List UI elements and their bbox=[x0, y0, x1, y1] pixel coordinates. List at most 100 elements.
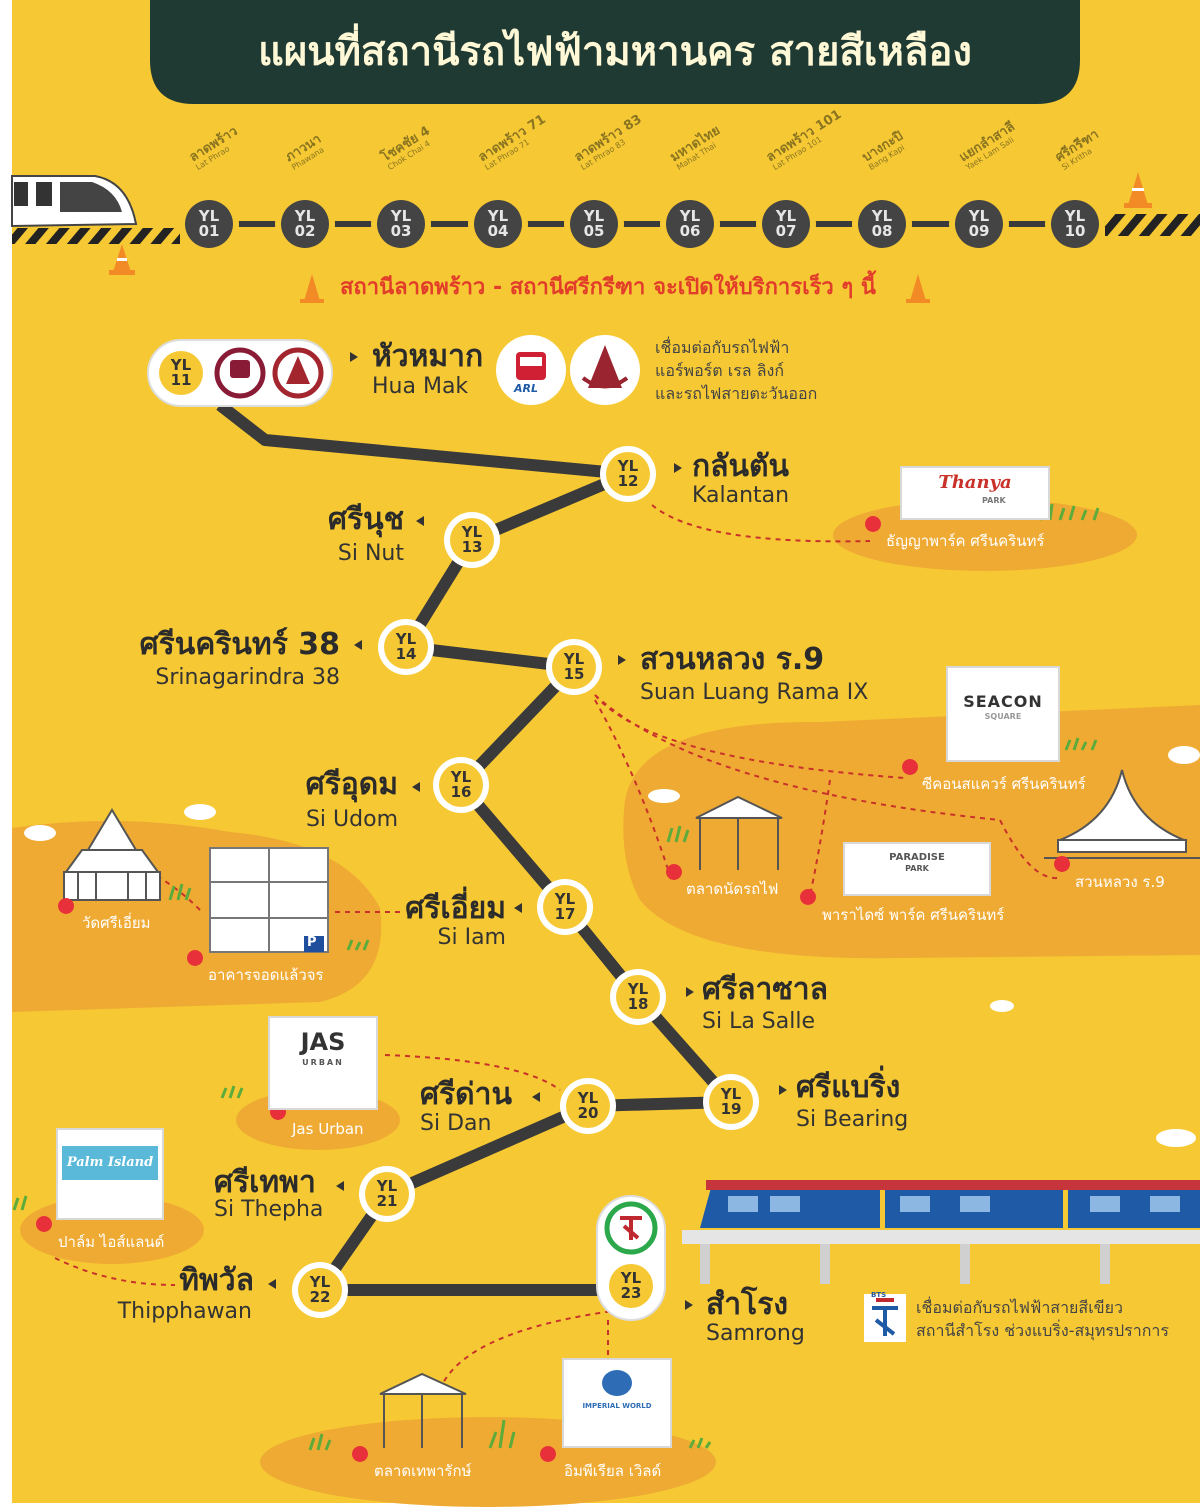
station-code-text: 15 bbox=[564, 665, 585, 683]
landmark-wat-si-iam: วัดศรีเอี่ยม bbox=[82, 914, 151, 932]
station-circle bbox=[159, 351, 203, 395]
upcoming-station-code-text: YL bbox=[583, 207, 605, 225]
upcoming-station-circle bbox=[185, 200, 233, 248]
traffic-cone-icon bbox=[109, 172, 1152, 303]
station-code-text: 21 bbox=[377, 1192, 398, 1210]
upcoming-station-circle bbox=[955, 200, 1003, 248]
station-code-text: YL bbox=[720, 1085, 742, 1103]
station-circle bbox=[709, 1080, 753, 1124]
station-name-en-yl16: Si Udom bbox=[305, 807, 398, 832]
station-name-th-yl11: หัวหมาก bbox=[372, 339, 484, 374]
jas-urban-building: JAS URBAN bbox=[268, 1016, 378, 1110]
station-code-text: 20 bbox=[578, 1104, 599, 1122]
station-name-th-yl18: ศรีลาซาล bbox=[702, 972, 828, 1007]
station-name-en-yl17: Si Iam bbox=[437, 925, 506, 950]
upcoming-station-code-text: YL bbox=[487, 207, 509, 225]
station-name-th-yl21: ศรีเทพา bbox=[214, 1165, 316, 1200]
station-code-text: YL bbox=[376, 1177, 398, 1195]
station-circle bbox=[616, 975, 660, 1019]
upcoming-station-code-text: 01 bbox=[199, 222, 220, 240]
parking-building-icon bbox=[209, 847, 329, 953]
station-circle bbox=[543, 885, 587, 929]
pointer-arrows bbox=[268, 352, 787, 1310]
upcoming-station-circle bbox=[666, 200, 714, 248]
upcoming-station-code-text: 02 bbox=[295, 222, 316, 240]
station-code-text: 16 bbox=[451, 783, 472, 801]
station-name-en-yl23: Samrong bbox=[706, 1321, 805, 1346]
page-title: แผนที่สถานีรถไฟฟ้ามหานคร สายสีเหลือง bbox=[258, 29, 972, 75]
upcoming-station-code-text: 08 bbox=[872, 222, 893, 240]
station-circle bbox=[609, 1264, 653, 1308]
title-banner bbox=[150, 0, 1080, 104]
station-name-th-yl12: กลันตัน bbox=[692, 449, 790, 484]
pin-icons bbox=[36, 515, 1071, 1480]
landmark-palm-island: ปาล์ม ไอส์แลนด์ bbox=[58, 1233, 165, 1251]
upcoming-station-code-text: 09 bbox=[969, 222, 990, 240]
upcoming-station-circle bbox=[281, 200, 329, 248]
station-code-text: 13 bbox=[462, 538, 483, 556]
upcoming-station-code-text: YL bbox=[871, 207, 893, 225]
landmark-park-and-ride: อาคารจอดแล้วจร bbox=[208, 966, 324, 984]
upcoming-station-code-text: YL bbox=[198, 207, 220, 225]
hazard-bar-left bbox=[12, 228, 180, 244]
parking-glyph: P bbox=[307, 935, 317, 950]
tent-icon bbox=[379, 795, 783, 1448]
landmark-suan-luang: สวนหลวง ร.9 bbox=[1075, 873, 1165, 891]
upcoming-station-circle bbox=[762, 200, 810, 248]
station-circle bbox=[552, 645, 596, 689]
temple-icon bbox=[63, 808, 161, 901]
station-circle bbox=[450, 518, 494, 562]
upcoming-station-code-text: YL bbox=[294, 207, 316, 225]
upcoming-station-circle bbox=[570, 200, 618, 248]
upcoming-station-code-text: 05 bbox=[584, 222, 605, 240]
samrong-connection-note: เชื่อมต่อกับรถไฟฟ้าสายสีเขียว สถานีสำโรง… bbox=[916, 1298, 1169, 1341]
station-name-en-yl20: Si Dan bbox=[420, 1111, 492, 1136]
imperial-logo-icon bbox=[602, 1370, 632, 1396]
station-circle bbox=[606, 452, 650, 496]
station-circle bbox=[384, 625, 428, 669]
station-name-en-yl21: Si Thepha bbox=[214, 1197, 324, 1222]
upcoming-station-circle bbox=[474, 200, 522, 248]
station-name-en-yl19: Si Bearing bbox=[796, 1107, 909, 1132]
upcoming-station-code-text: YL bbox=[1064, 207, 1086, 225]
station-circle bbox=[365, 1172, 409, 1216]
station-code-text: YL bbox=[395, 630, 417, 648]
station-name-en-yl13: Si Nut bbox=[337, 541, 404, 566]
station-name-th-yl17: ศรีเอี่ยม bbox=[405, 891, 506, 926]
station-name-en-yl22: Thipphawan bbox=[117, 1299, 252, 1324]
upcoming-station-circle bbox=[858, 200, 906, 248]
landmark-imperial-world: อิมพีเรียล เวิลด์ bbox=[564, 1462, 662, 1480]
upcoming-station-code-text: 03 bbox=[391, 222, 412, 240]
station-circle bbox=[439, 763, 483, 807]
seacon-square-building: SEACON SQUARE bbox=[946, 666, 1060, 762]
hua-mak-connection-note: เชื่อมต่อกับรถไฟฟ้า แอร์พอร์ต เรล ลิงก์ … bbox=[655, 338, 818, 404]
station-name-th-yl15: สวนหลวง ร.9 bbox=[640, 642, 825, 677]
station-code-text: YL bbox=[620, 1269, 642, 1287]
cloud-icons bbox=[24, 746, 1200, 1147]
station-name-en-yl14: Srinagarindra 38 bbox=[155, 665, 340, 690]
station-code-text: 11 bbox=[171, 371, 192, 389]
station-code-text: YL bbox=[309, 1273, 331, 1291]
station-code-text: YL bbox=[450, 768, 472, 786]
pavilion-icon bbox=[1044, 769, 1200, 859]
